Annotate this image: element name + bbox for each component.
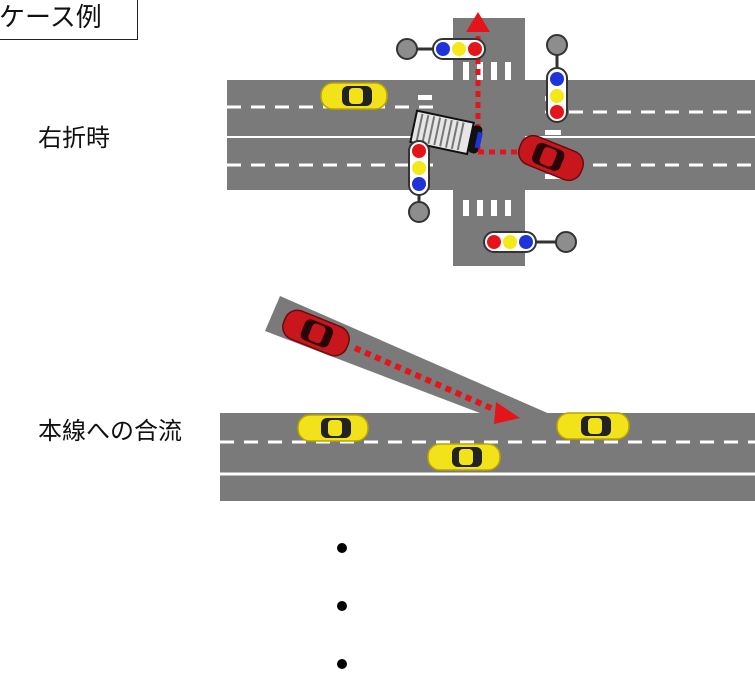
yellow-car-icon xyxy=(427,443,501,471)
case-title: ケース例 xyxy=(0,0,138,40)
red-car-icon xyxy=(282,309,350,357)
intersection-scene xyxy=(227,12,755,266)
bullet-dot-icon xyxy=(337,601,347,611)
bullet-dot-icon xyxy=(337,659,347,669)
direction-arrow-icon xyxy=(494,402,520,424)
yellow-car-icon xyxy=(556,412,630,440)
traffic-signal-icon xyxy=(546,34,568,123)
merge-path xyxy=(353,345,502,415)
bullet-dot-icon xyxy=(337,543,347,553)
traffic-signal-icon xyxy=(396,38,486,60)
merge-scene xyxy=(220,296,755,501)
direction-arrow-icon xyxy=(466,12,490,32)
scene2-label: 本線への合流 xyxy=(38,417,182,445)
truck-icon xyxy=(409,109,483,156)
stop-line-left xyxy=(418,95,432,100)
yellow-car-icon xyxy=(297,414,369,442)
traffic-signal-icon xyxy=(483,231,577,253)
crosswalk-bottom xyxy=(463,200,511,216)
scene1-label: 右折時 xyxy=(38,124,110,152)
stop-line-right xyxy=(545,130,561,135)
red-car-icon xyxy=(517,134,585,182)
traffic-signal-icon xyxy=(408,140,430,223)
yellow-car-icon xyxy=(320,82,388,110)
merge-ramp xyxy=(265,296,600,436)
